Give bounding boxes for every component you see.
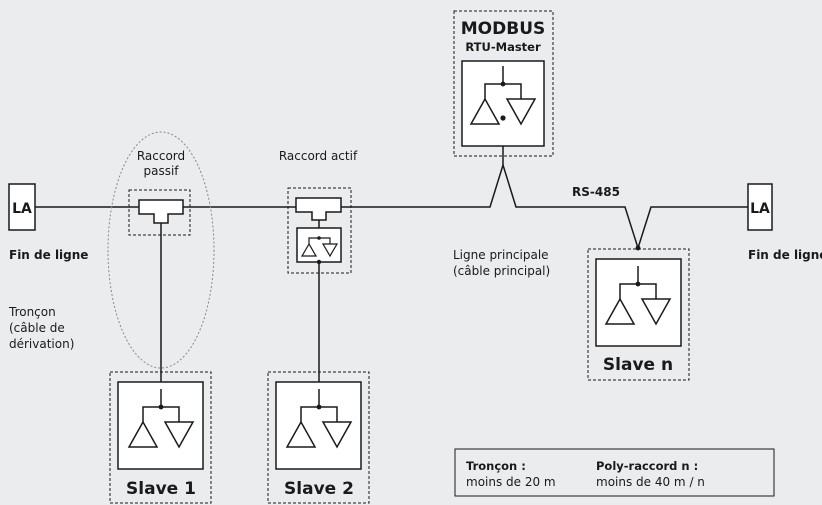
right-terminator-caption: Fin de ligne — [748, 248, 822, 262]
stub-label-2: (câble de — [9, 321, 65, 335]
master-title: MODBUS — [461, 19, 546, 39]
slave-1-label: Slave 1 — [126, 479, 196, 499]
slave-1 — [109, 371, 212, 504]
active-connector-frame — [287, 187, 352, 274]
active-connector — [287, 187, 352, 274]
legend-col1-value: moins de 20 m — [466, 475, 556, 489]
legend-col2-value: moins de 40 m / n — [596, 475, 705, 489]
passive-highlight-ellipse — [107, 131, 215, 369]
passive-label-line1: Raccord — [137, 149, 185, 163]
bus-label: RS-485 — [572, 185, 620, 199]
slave-n — [587, 245, 690, 381]
left-terminator-label: LA — [12, 201, 32, 217]
main-line-label-2: (câble principal) — [453, 264, 550, 278]
passive-tee-icon — [138, 199, 184, 224]
main-line-label-1: Ligne principale — [453, 248, 549, 262]
main-bus-line — [35, 162, 748, 251]
left-terminator: LA — [8, 183, 36, 231]
active-tee-icon — [295, 197, 342, 221]
slave-2-label: Slave 2 — [284, 479, 354, 499]
right-terminator: LA — [747, 183, 773, 231]
active-connector-label: Raccord actif — [279, 149, 358, 163]
passive-label-line2: passif — [143, 164, 179, 178]
passive-connector — [107, 131, 215, 369]
slave-1-frame — [109, 371, 212, 504]
slave-2 — [267, 371, 370, 504]
passive-connector-frame — [128, 189, 191, 236]
left-terminator-caption: Fin de ligne — [9, 248, 88, 262]
slave-2-frame — [267, 371, 370, 504]
master-subtitle: RTU-Master — [465, 40, 541, 54]
slave-n-label: Slave n — [603, 355, 673, 375]
modbus-master — [453, 10, 554, 157]
stub-label-1: Tronçon — [8, 305, 56, 319]
legend-box — [454, 448, 775, 497]
right-terminator-label: LA — [750, 201, 770, 217]
legend-col1-title: Tronçon : — [466, 459, 526, 473]
stub-label-3: dérivation) — [9, 337, 74, 351]
active-repeater-box — [296, 227, 342, 263]
legend-col2-title: Poly-raccord n : — [596, 459, 698, 473]
master-frame — [453, 10, 554, 157]
